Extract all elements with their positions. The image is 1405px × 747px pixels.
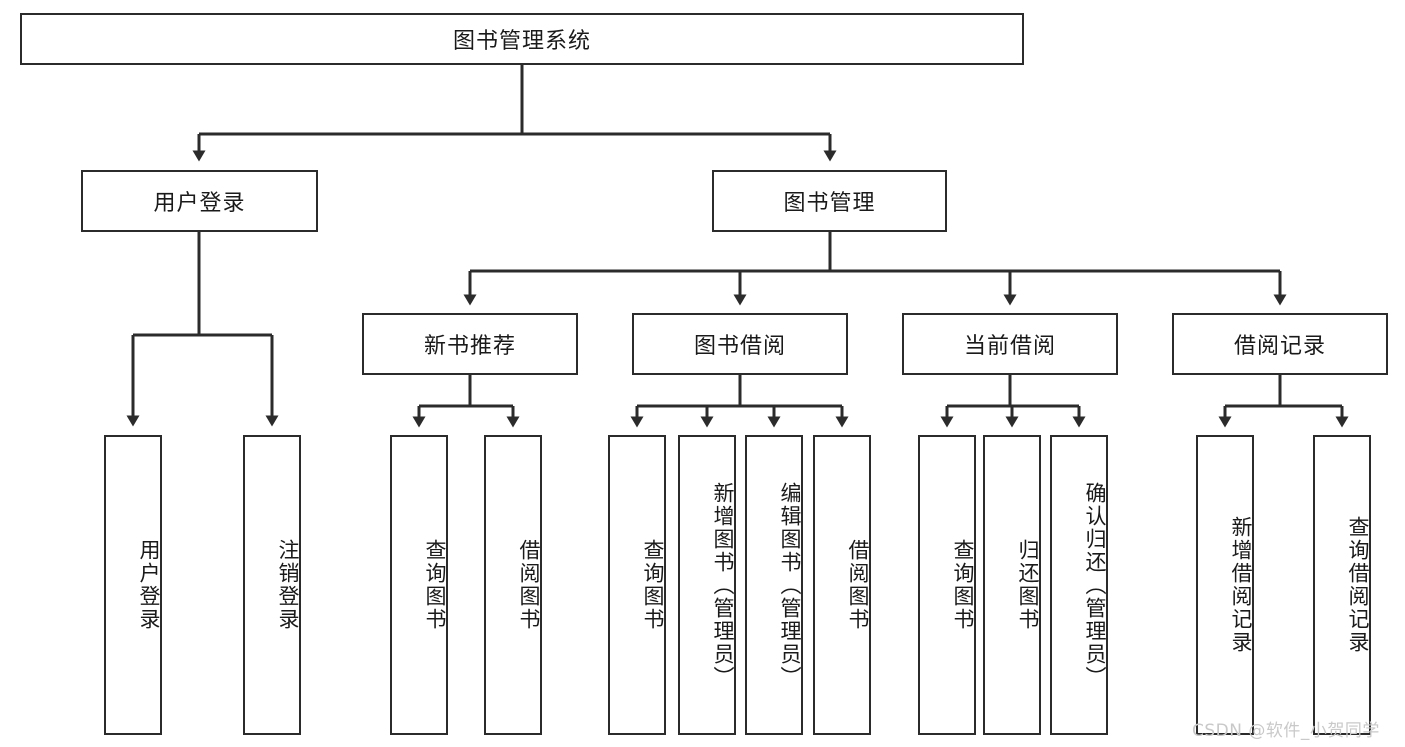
node-leaf-query-book-3-label: 查询图书 [951, 539, 975, 631]
node-leaf-add-book[interactable]: 新增图书（管理员） [678, 435, 736, 735]
node-book-borrow[interactable]: 图书借阅 [632, 313, 848, 375]
node-leaf-query-book-1[interactable]: 查询图书 [390, 435, 448, 735]
node-leaf-query-book-2[interactable]: 查询图书 [608, 435, 666, 735]
node-leaf-confirm-return[interactable]: 确认归还（管理员） [1050, 435, 1108, 735]
node-leaf-query-book-2-label: 查询图书 [641, 539, 665, 631]
node-leaf-borrow-book-1-label: 借阅图书 [517, 539, 541, 631]
node-leaf-query-book-1-label: 查询图书 [423, 539, 447, 631]
node-book-manage[interactable]: 图书管理 [712, 170, 947, 232]
node-book-borrow-label: 图书借阅 [693, 334, 786, 359]
node-leaf-borrow-book-1[interactable]: 借阅图书 [484, 435, 542, 735]
node-leaf-query-record-label: 查询借阅记录 [1346, 516, 1370, 654]
node-leaf-borrow-book-2-label: 借阅图书 [846, 539, 870, 631]
node-new-book-recommend[interactable]: 新书推荐 [362, 313, 578, 375]
csdn-watermark: CSDN @软件_小贺同学 [1192, 721, 1380, 741]
node-borrow-record-label: 借阅记录 [1233, 334, 1326, 359]
node-book-manage-label: 图书管理 [783, 191, 876, 216]
node-root-label: 图书管理系统 [452, 29, 591, 54]
node-leaf-add-book-label: 新增图书（管理员） [711, 481, 735, 689]
node-leaf-add-record-label: 新增借阅记录 [1229, 516, 1253, 654]
node-leaf-query-record[interactable]: 查询借阅记录 [1313, 435, 1371, 735]
node-user-login-label: 用户登录 [153, 191, 246, 216]
node-leaf-add-record[interactable]: 新增借阅记录 [1196, 435, 1254, 735]
node-leaf-confirm-return-label: 确认归还（管理员） [1083, 481, 1107, 689]
node-borrow-record[interactable]: 借阅记录 [1172, 313, 1388, 375]
node-leaf-query-book-3[interactable]: 查询图书 [918, 435, 976, 735]
node-current-borrow-label: 当前借阅 [963, 334, 1056, 359]
node-new-book-recommend-label: 新书推荐 [423, 334, 516, 359]
node-user-login[interactable]: 用户登录 [81, 170, 318, 232]
node-leaf-return-book-label: 归还图书 [1016, 539, 1040, 631]
node-leaf-user-login-label: 用户登录 [137, 539, 161, 631]
node-root[interactable]: 图书管理系统 [20, 13, 1024, 65]
node-current-borrow[interactable]: 当前借阅 [902, 313, 1118, 375]
node-leaf-edit-book-label: 编辑图书（管理员） [778, 481, 802, 689]
node-leaf-return-book[interactable]: 归还图书 [983, 435, 1041, 735]
node-leaf-logout[interactable]: 注销登录 [243, 435, 301, 735]
node-leaf-borrow-book-2[interactable]: 借阅图书 [813, 435, 871, 735]
node-leaf-user-login[interactable]: 用户登录 [104, 435, 162, 735]
node-leaf-logout-label: 注销登录 [276, 539, 300, 631]
node-leaf-edit-book[interactable]: 编辑图书（管理员） [745, 435, 803, 735]
